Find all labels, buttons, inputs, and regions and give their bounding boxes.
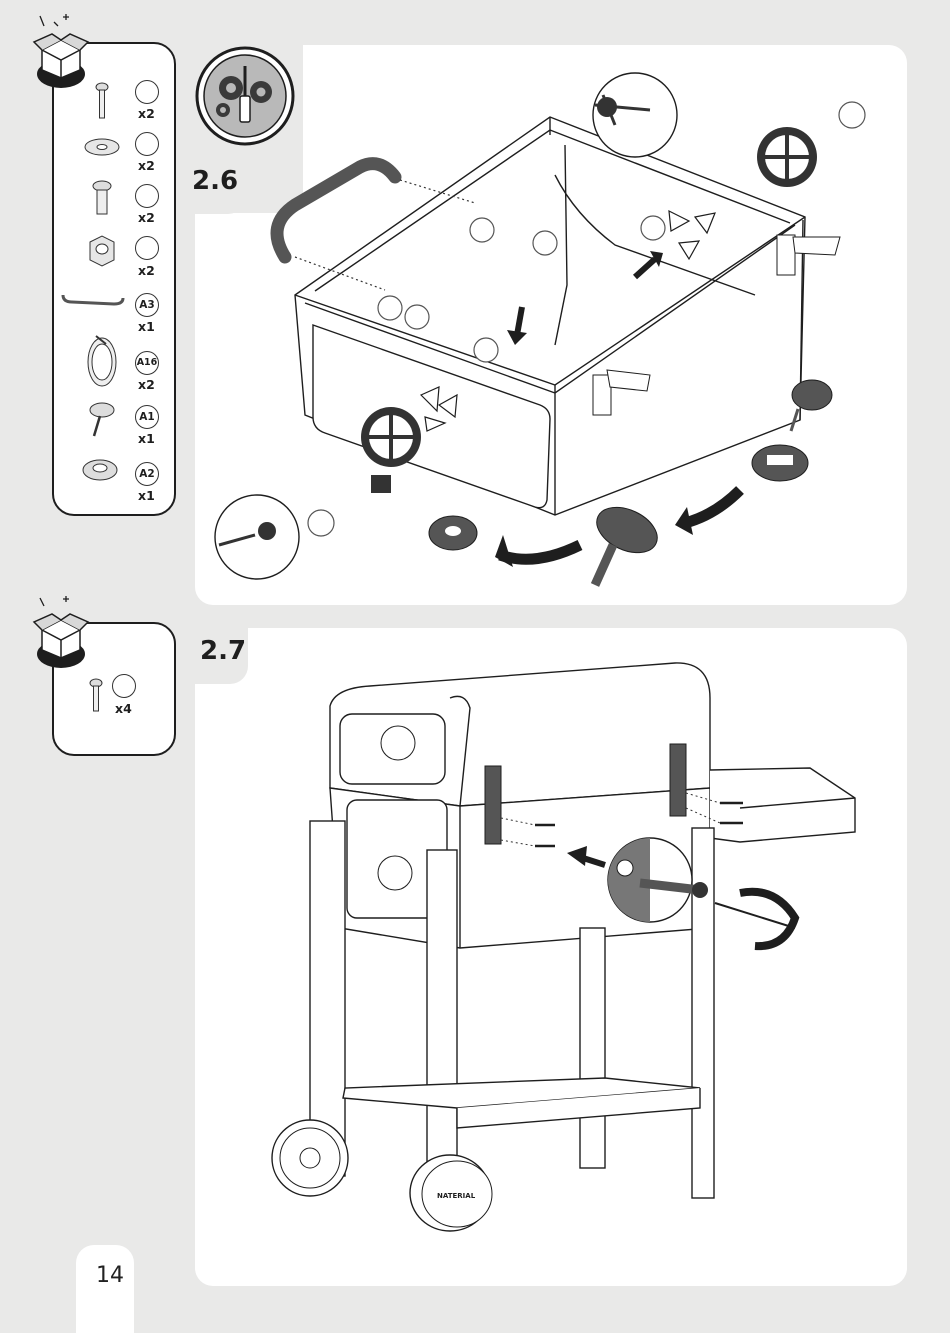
part-qty: x1 [138,488,155,503]
wheel-left [272,1120,348,1196]
part-code-circle [135,236,159,260]
screw-part-drawing [90,180,114,220]
part-code-circle: A2 [135,462,159,486]
bezel-part-drawing [80,457,120,483]
thermometer-assembled [590,498,665,585]
part-qty: x2 [138,263,155,278]
step-2-7-grill-illustration: NATERIAL [195,628,907,1286]
part-qty: x2 [138,377,155,392]
part-code-circle: A1 [135,405,159,429]
zoom-detail-bottom [215,495,299,579]
thermometer-part-drawing [86,400,118,440]
part-code-circle: A3 [135,293,159,317]
part-qty: x2 [138,158,155,173]
page-number-tab [76,1245,134,1333]
part-qty: x4 [115,701,132,716]
front-vent-wheel [361,407,421,493]
part-qty: x2 [138,210,155,225]
part-qty: x1 [138,319,155,334]
rear-vent-wheel [757,127,817,187]
part-code-circle [112,674,136,698]
step-2-6-parts-box [52,42,176,516]
wheel-brand-logo: NATERIAL [437,1192,476,1200]
vent-wheel-part-drawing [84,330,120,390]
arrow-left-curved [500,545,580,559]
arrow-right-curved [685,490,740,523]
open-box-icon [30,12,92,90]
handle-bar-part-drawing [60,290,126,310]
part-qty: x1 [138,431,155,446]
screwdriver-rotation-icon [715,892,795,946]
part-code-circle: A16 [135,351,159,375]
bolt-part-drawing [92,82,112,122]
part-code-circle [135,80,159,104]
step-2-6-assembly-illustration [195,45,907,605]
page-number: 14 [96,1263,124,1288]
part-code-circle [135,132,159,156]
part-qty: x2 [138,106,155,121]
thermometer-dial [792,380,832,410]
bolt-part-drawing [86,678,106,714]
nut-part-drawing [84,232,120,270]
part-code-circle [135,184,159,208]
washer-part-drawing [82,136,122,158]
open-box-icon [30,596,92,674]
